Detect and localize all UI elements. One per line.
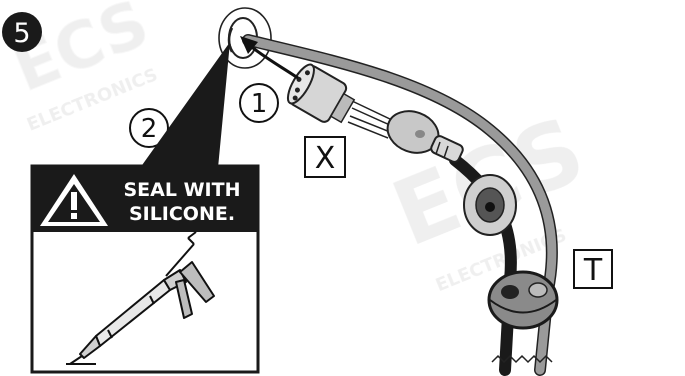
- label-x: X: [315, 141, 336, 176]
- callout-1-label: 1: [251, 89, 268, 119]
- callout-1: 1: [240, 84, 278, 122]
- step-number: 5: [13, 18, 30, 49]
- double-grommet: [489, 272, 557, 328]
- label-t-box: T: [574, 250, 612, 288]
- warning-line-2: SILICONE.: [129, 203, 235, 225]
- warning-line-1: SEAL WITH: [124, 179, 241, 201]
- warning-panel: SEAL WITH SILICONE.: [32, 166, 258, 372]
- label-t: T: [583, 253, 603, 288]
- mid-grommet: [464, 175, 516, 235]
- step-badge: 5: [2, 12, 42, 52]
- callout-2-label: 2: [141, 114, 158, 144]
- label-x-box: X: [305, 137, 345, 177]
- pointer-wedge: [140, 42, 230, 168]
